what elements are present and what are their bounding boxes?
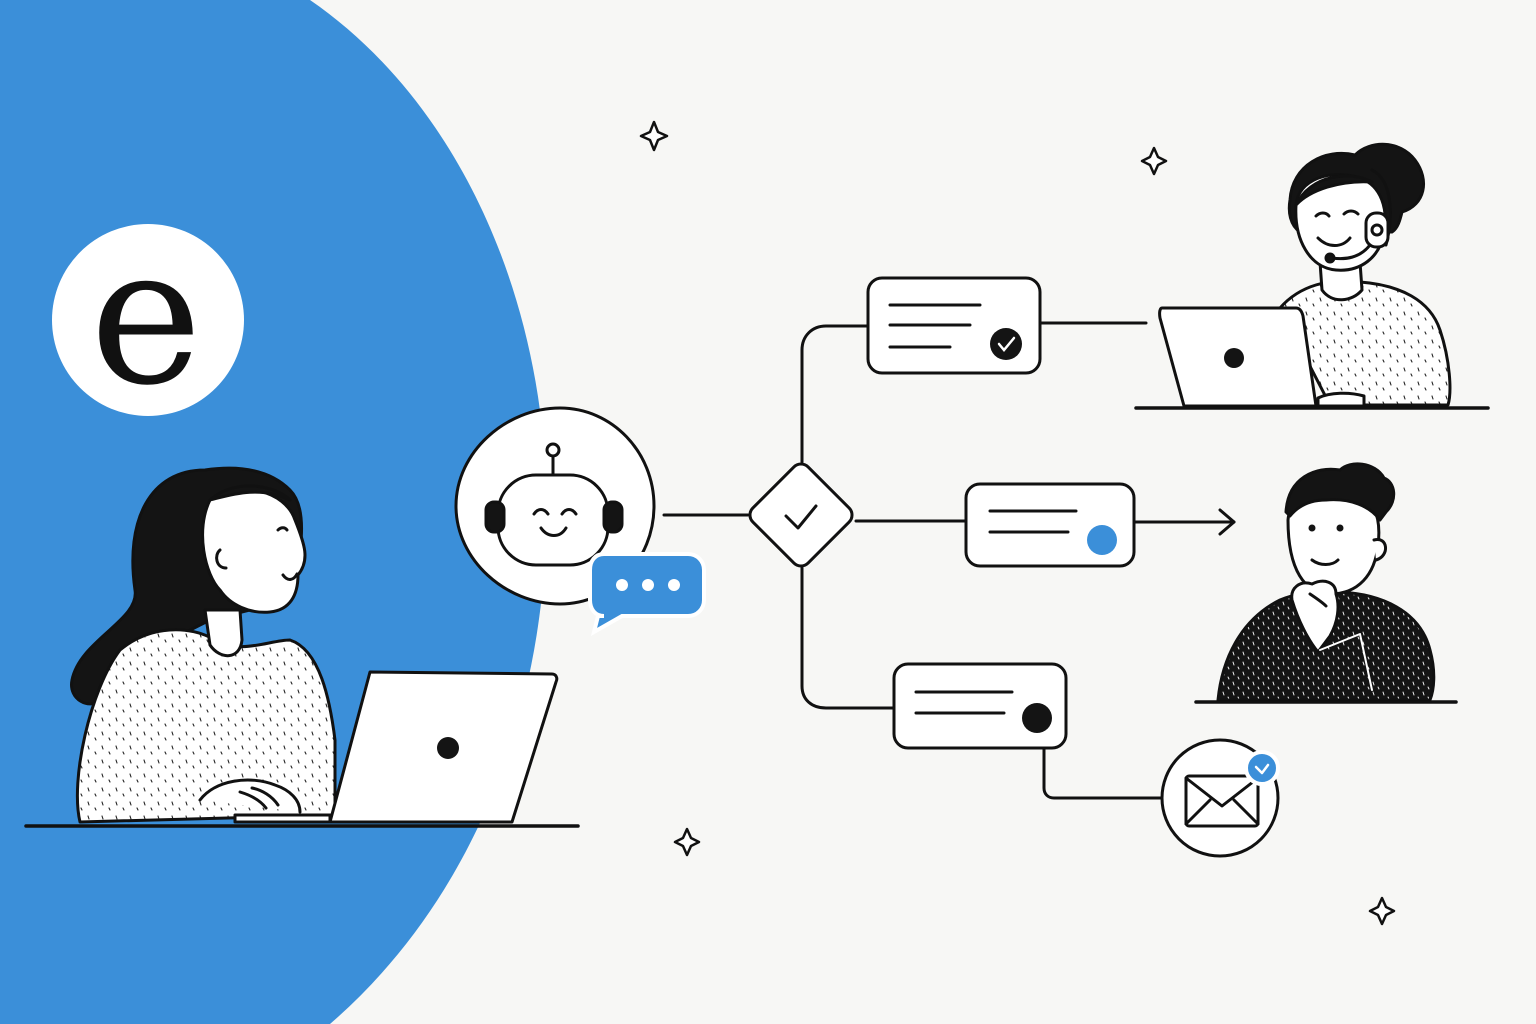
- arrow-right-icon: [1132, 508, 1236, 536]
- logo-letter: e: [90, 206, 202, 427]
- customer-illustration: [24, 466, 580, 828]
- support-agent-illustration: [1134, 142, 1490, 410]
- flow-connectors: [662, 321, 1164, 800]
- sparkle-icon: [639, 120, 1396, 926]
- route-card-email: [892, 662, 1068, 750]
- envelope-icon: [1160, 738, 1280, 858]
- mail-badge-icon: [1244, 750, 1280, 786]
- customer-sweater: [75, 628, 337, 824]
- decision-diamond-icon: [748, 462, 854, 568]
- route-card-handoff: [964, 482, 1136, 568]
- robot-icon: [484, 442, 624, 567]
- specialist-illustration: [1194, 462, 1458, 704]
- chat-bubble-icon: [588, 552, 706, 637]
- route-card-agent: [866, 276, 1042, 375]
- brand-logo: e: [52, 206, 244, 427]
- laptop-logo-dot: [437, 737, 459, 759]
- customer-face: [201, 488, 307, 614]
- done-status-icon: [990, 328, 1022, 360]
- check-icon: [784, 504, 818, 530]
- pending-status-icon: [1022, 703, 1052, 733]
- active-status-icon: [1087, 525, 1117, 555]
